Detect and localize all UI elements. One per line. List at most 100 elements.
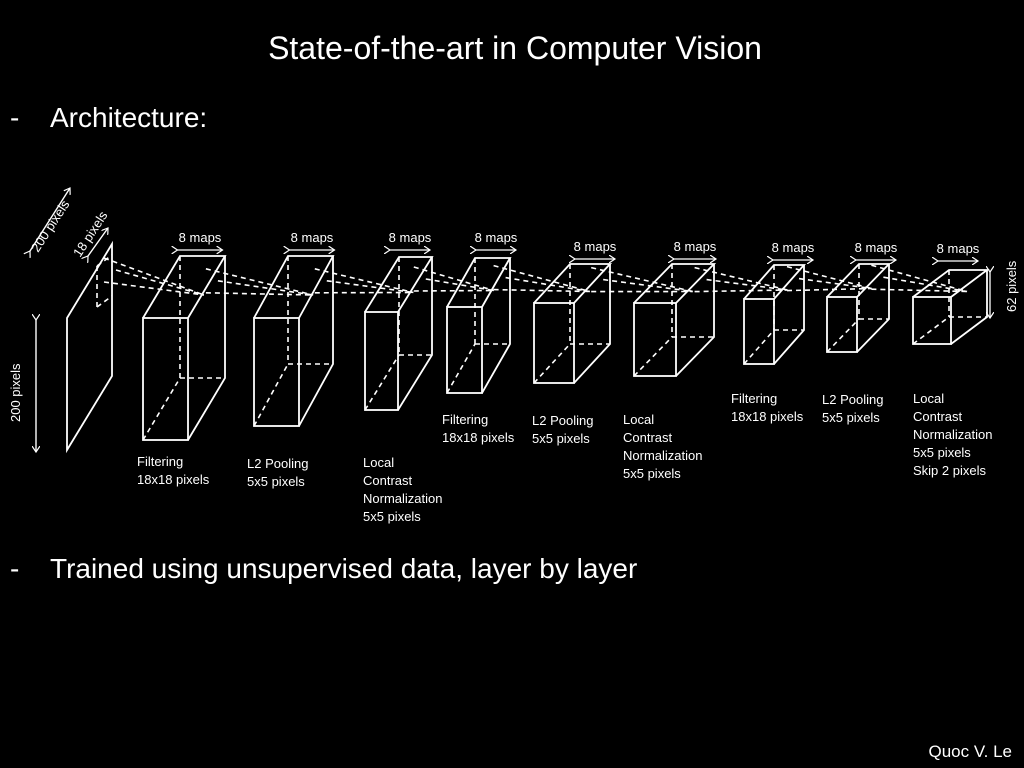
connection-line [786,265,872,290]
block-caption-line: Local [913,391,944,406]
block-hidden-edge [364,354,400,411]
block-caption-line: 5x5 pixels [532,431,590,446]
maps-label: 8 maps [772,240,815,255]
block-caption-line: Local [623,412,654,427]
block-right-face [573,264,611,384]
block-right-face [773,265,805,365]
block-caption-line: Filtering [137,454,183,469]
connection-line [694,266,788,291]
block-caption-line: Normalization [623,448,702,463]
block-caption-line: Filtering [442,412,488,427]
block-front-face [142,317,189,441]
connection-line [694,289,788,293]
input-image-plane [66,240,113,454]
block-front-face [446,306,483,394]
block-hidden-edge [253,363,289,427]
block-caption-line: 5x5 pixels [913,445,971,460]
block-right-face [950,270,988,345]
input-patch-edge [96,295,113,308]
block-hidden-edge [142,377,181,441]
connection-line [115,269,205,296]
block-front-face [826,296,858,353]
output-size-label: 62 pixels [1004,260,1019,312]
connection-line [871,264,968,293]
block-hidden-edge [533,343,571,384]
block-right-face [481,258,511,394]
block-caption-line: Normalization [913,427,992,442]
block-right-face [397,257,433,411]
block-top-face [743,264,806,300]
connection-line [786,287,872,292]
block-hidden-edge [826,318,860,353]
connection-line [413,266,495,292]
block-caption-line: 18x18 pixels [137,472,210,487]
input-width-label: 200 pixels [28,197,73,255]
block-caption-line: 5x5 pixels [822,410,880,425]
maps-label: 8 maps [389,230,432,245]
bullet-marker: - [10,553,20,584]
connection-line [217,280,314,296]
bullet-text: Architecture: [50,102,208,133]
block-top-face [533,263,613,304]
connection-line [603,278,693,293]
block-top-face [826,263,892,298]
connection-line [314,268,414,294]
block-hidden-edge [743,329,775,365]
input-height-label: 200 pixels [8,363,23,422]
connection-line [871,288,968,293]
connection-line [706,278,788,291]
connection-line [326,280,414,294]
maps-label: 8 maps [937,241,980,256]
connection-line [798,277,872,290]
connection-line [103,257,205,296]
block-front-face [633,302,677,377]
block-front-face [364,311,399,411]
bullet-text: Trained using unsupervised data, layer b… [50,553,638,584]
block-right-face [675,264,715,377]
block-caption-line: L2 Pooling [822,392,883,407]
block-right-face [187,256,226,441]
connection-line [493,288,590,293]
block-hidden-edge [633,336,673,377]
block-top-face [253,255,335,319]
bullet-training: - Trained using unsupervised data, layer… [10,553,637,585]
block-caption-line: Contrast [913,409,963,424]
connection-line [205,292,314,296]
bullet-marker: - [10,102,20,133]
block-caption-line: Contrast [623,430,673,445]
maps-label: 8 maps [674,239,717,254]
bullet-architecture: - Architecture: [10,102,207,134]
layer-block-5: 8 maps L2 Pooling 5x5 pixels [532,239,617,446]
author-credit: Quoc V. Le [928,742,1013,761]
maps-label: 8 maps [574,239,617,254]
maps-label: 8 maps [475,230,518,245]
connection-line [493,264,591,293]
block-front-face [253,317,300,427]
block-top-face [364,256,434,313]
connection-line [425,278,495,292]
block-hidden-edge [912,316,950,345]
connection-lines: 62 pixels [103,257,1019,318]
block-top-face [142,255,227,319]
maps-label: 8 maps [291,230,334,245]
block-caption-line: 5x5 pixels [623,466,681,481]
block-top-face [446,257,512,308]
slide-title: State-of-the-art in Computer Vision [268,30,762,66]
block-caption-line: 18x18 pixels [731,409,804,424]
block-caption-line: L2 Pooling [247,456,308,471]
block-caption-line: Filtering [731,391,777,406]
connection-line [205,268,314,296]
block-front-face [912,296,952,345]
block-caption-line: Skip 2 pixels [913,463,986,478]
block-caption-line: L2 Pooling [532,413,593,428]
